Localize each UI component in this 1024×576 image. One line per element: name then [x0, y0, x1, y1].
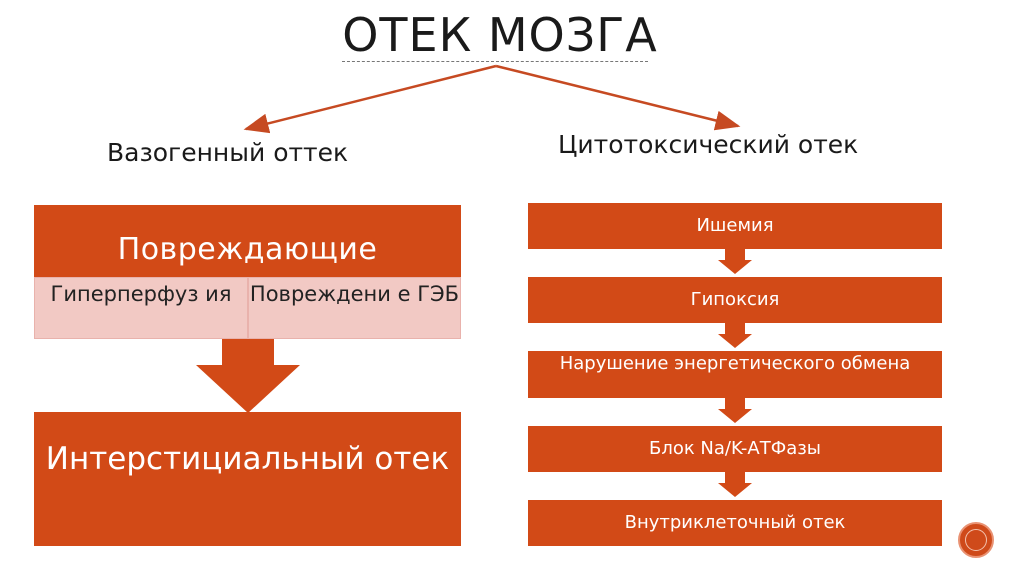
title-underline — [342, 61, 648, 62]
down-arrow-icon — [718, 472, 752, 497]
sub-item-hyperperfusion: Гиперперфуз ия — [50, 282, 232, 306]
arrow-to-right-branch — [495, 64, 741, 131]
vasogenic-label: Вазогенный оттек — [107, 138, 349, 167]
cytotoxic-label: Цитотоксический отек — [558, 130, 859, 159]
step-box-ischemia — [528, 203, 942, 249]
down-arrow-icon — [718, 323, 752, 348]
sub-item-bbb-damage: Повреждени е ГЭБ — [249, 282, 460, 306]
logo-inner-ring — [965, 529, 987, 551]
down-arrow-icon — [718, 249, 752, 274]
step-box-energy-metabolism — [528, 351, 942, 398]
interstitial-edema-box — [34, 412, 461, 546]
interstitial-edema-text: Интерстициальный отек — [45, 441, 450, 477]
sub-item-box-bbb-damage — [248, 277, 461, 339]
down-arrow-icon — [718, 398, 752, 423]
step-hypoxia: Гипоксия — [690, 289, 780, 310]
step-box-na-k-atpase-block — [528, 426, 942, 472]
step-energy-metabolism: Нарушение энергетического обмена — [559, 353, 911, 374]
step-box-intracellular-edema — [528, 500, 942, 546]
arrow-to-left-branch — [243, 64, 497, 134]
step-box-hypoxia — [528, 277, 942, 323]
down-arrow-icon — [196, 339, 300, 413]
step-na-k-atpase-block: Блок Na/K-АТФазы — [648, 438, 822, 459]
sub-item-box-hyperperfusion — [34, 277, 248, 339]
damaging-factors-box — [34, 205, 461, 277]
step-intracellular-edema: Внутриклеточный отек — [624, 512, 846, 533]
page-title: ОТЕК МОЗГА — [342, 8, 658, 62]
step-ischemia: Ишемия — [696, 215, 774, 236]
damaging-factors-text: Повреждающие — [117, 232, 378, 267]
